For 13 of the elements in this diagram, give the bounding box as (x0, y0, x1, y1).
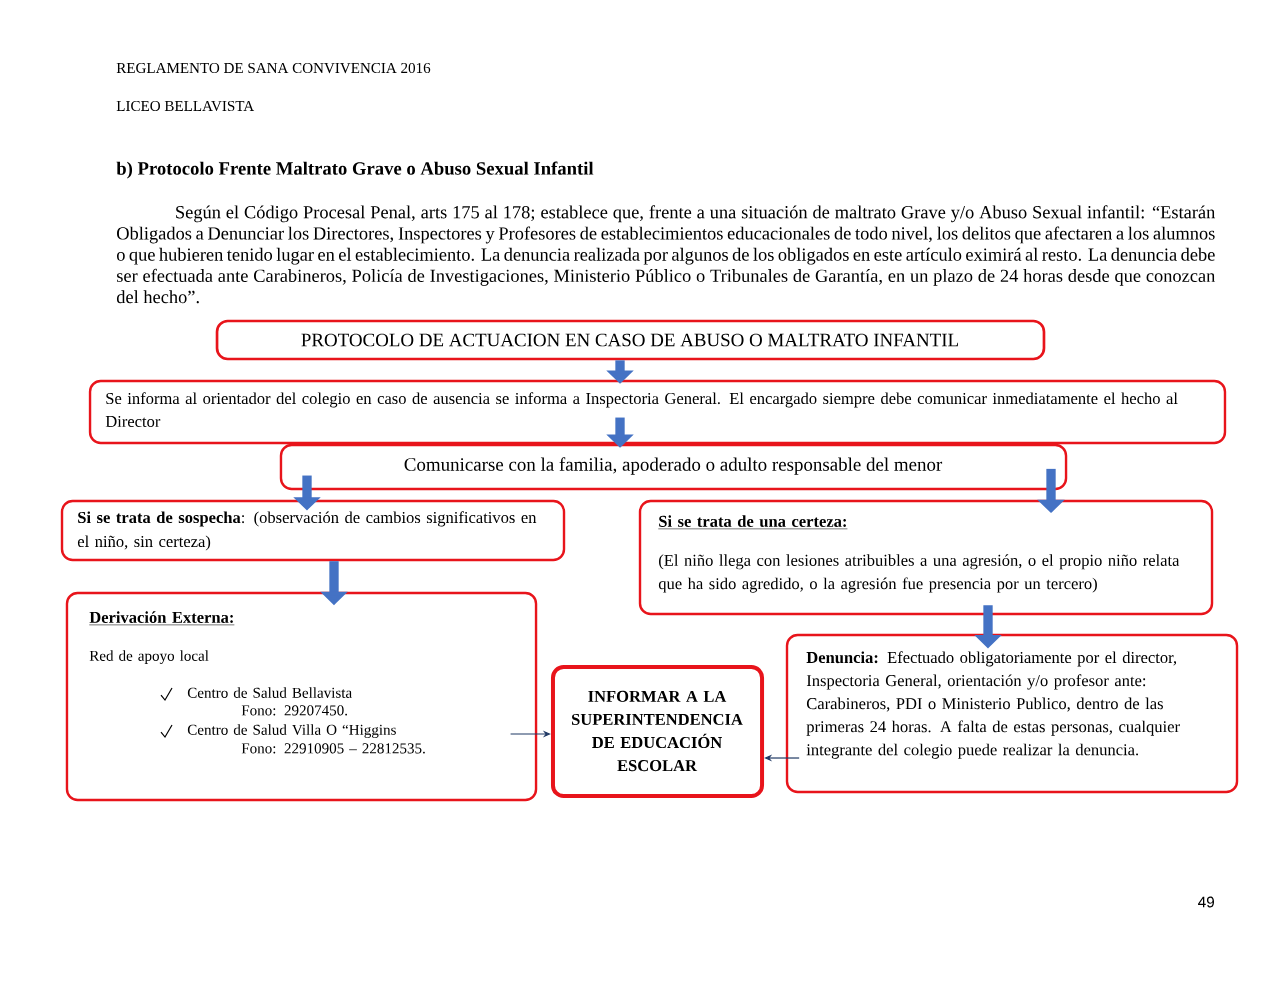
process-box: Si se trata de sospecha: (observación de cambios significativos en el niño, sin certeza) (60, 499, 566, 562)
process-box: Derivación Externa: Red de apoyo local Centro de Salud Bellavista Fono: 29207450. Centro de Salud Villa O “Higgins Fono: 22910905 – 22812535. (65, 591, 538, 802)
heading: b) Protocolo Frente Maltrato Grave o Abuso Sexual Infantil (116, 161, 594, 179)
page-header: LICEO BELLAVISTA (116, 100, 255, 112)
process-box: Si se trata de una certeza: (El niño llega con lesiones atribuibles a una agresión, o el propio niño relata que ha sido agredido, o la agresión fue presencia por un tercero) (638, 499, 1214, 616)
paragraph: Según el Código Procesal Penal, arts 175 al 178; establece que, frente a una situación de maltrato Grave y/o Abuso Sexual infantil: “Estarán Obligados a Denunciar los Directores, Inspectores y Profesores de establecimientos educacionales de todo nivel, los delitos que afectaren a los alumnos o que hubieren tenido lugar en el establecimiento. La denuncia realizada por algunos de los obligados en este artículo eximirá al resto. La denuncia debe ser efectuada ante Carabineros, Policía de Investigaciones, Ministerio Público o Tribunales de Garantía, en un plazo de 24 horas desde que conozcan del hecho”. (116, 205, 1216, 304)
process-box: INFORMAR A LA SUPERINTENDENCIA DE EDUCACIÓN ESCOLAR (550, 665, 765, 799)
page-header: REGLAMENTO DE SANA CONVIVENCIA 2016 (116, 62, 431, 74)
page-number: 49 (1198, 896, 1214, 908)
process-box: PROTOCOLO DE ACTUACION EN CASO DE ABUSO O MALTRATO INFANTIL (215, 319, 1046, 361)
process-box: Se informa al orientador del colegio en caso de ausencia se informa a Inspectoria General. El encargado siempre debe comunicar inmediatamente el hecho al Director (88, 379, 1227, 445)
process-box: Denuncia: Efectuado obligatoriamente por el director, Inspectoria General, orientación y/o profesor ante: Carabineros, PDI o Ministerio Publico, dentro de las primeras 24 horas. A falta de estas personas, cualquier integrante del colegio puede realizar la denuncia. (785, 633, 1239, 794)
process-box: Comunicarse con la familia, apoderado o adulto responsable del menor (279, 443, 1068, 491)
